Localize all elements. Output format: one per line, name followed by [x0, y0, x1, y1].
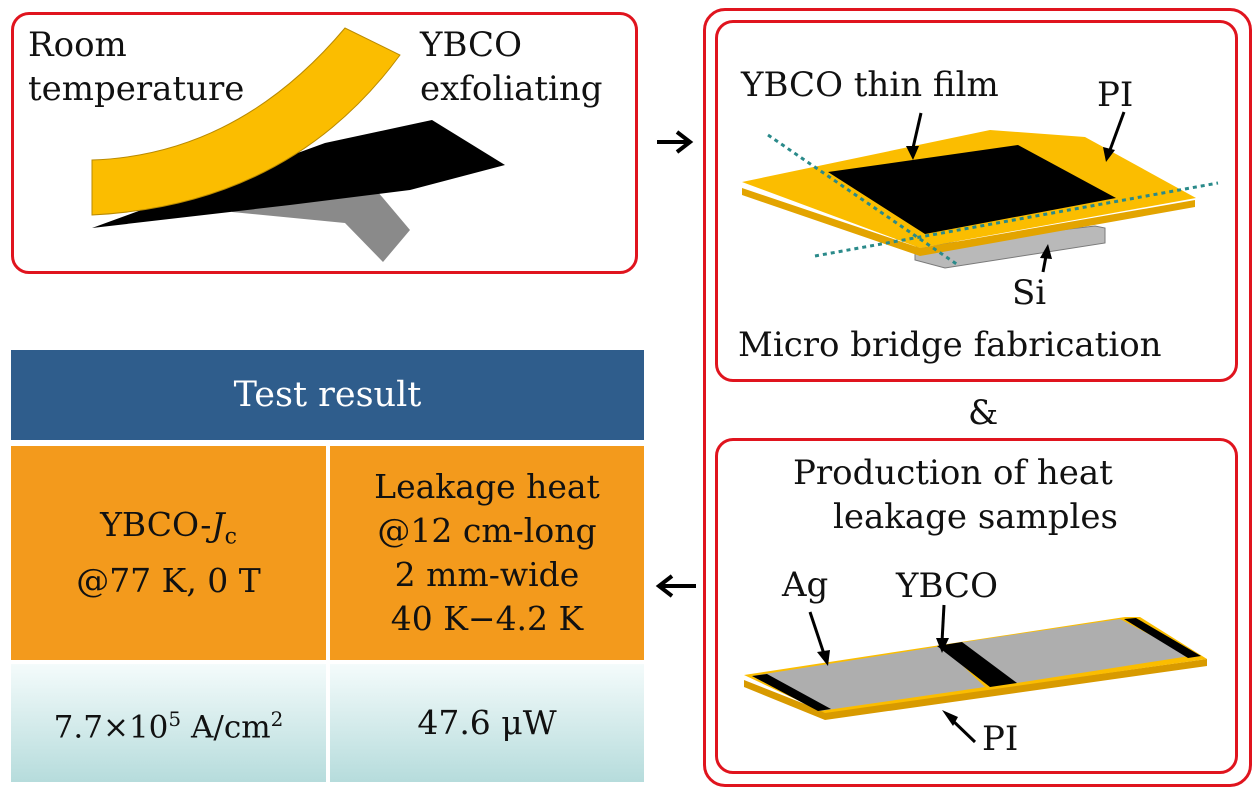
table-cell-leakage-condition: Leakage heat @12 cm-long 2 mm-wide 40 K−…: [330, 446, 644, 660]
heat-leakage-panel: [715, 438, 1238, 774]
label-pi-bottom: PI: [982, 719, 1019, 759]
micro-bridge-panel: [715, 20, 1238, 382]
heat-leakage-caption-line2: leakage samples: [833, 497, 1118, 537]
label-ybco-exfoliating-line1: YBCO: [420, 25, 522, 65]
table-header: Test result: [11, 350, 644, 440]
leakage-value-text: 47.6 μW: [417, 703, 557, 742]
si-substrate: [914, 225, 1106, 269]
ag-pad-left: [752, 646, 985, 711]
ybco-film-black: [92, 120, 505, 228]
table-cell-jc-condition: YBCO-Jc @77 K, 0 T: [11, 446, 326, 660]
label-ybco-exfoliating-line2: exfoliating: [420, 69, 603, 109]
jc-value-text: 7.7×105 A/cm2: [53, 706, 284, 746]
label-si: Si: [1012, 273, 1047, 313]
ybco-tape-yellow: [91, 27, 401, 216]
ybco-thin-film: [828, 145, 1116, 234]
cut-line-1: [767, 133, 959, 267]
arrow-left-icon: [655, 574, 696, 598]
label-pi-top: PI: [1097, 75, 1134, 115]
ybco-band-center: [937, 642, 1017, 687]
label-ybco-thin-film: YBCO thin film: [741, 65, 999, 105]
table-cell-leakage-value: 47.6 μW: [330, 664, 644, 782]
table-header-text: Test result: [233, 375, 422, 415]
ybco-band-right: [1124, 618, 1201, 658]
ampersand: &: [968, 393, 999, 433]
leakage-condition-text: Leakage heat @12 cm-long 2 mm-wide 40 K−…: [374, 467, 600, 638]
table-cell-jc-value: 7.7×105 A/cm2: [11, 664, 326, 782]
label-room-temperature-line2: temperature: [28, 69, 245, 109]
ag-pad-right: [958, 619, 1190, 684]
exfoliation-panel: [11, 12, 638, 274]
heat-leakage-caption-line1: Production of heat: [793, 453, 1113, 493]
pi-layer-edge: [742, 188, 1195, 256]
arrow-right-icon: [657, 130, 694, 154]
label-room-temperature-line1: Room: [28, 25, 127, 65]
jc-condition-text: YBCO-Jc @77 K, 0 T: [76, 504, 261, 601]
label-ybco-bottom: YBCO: [896, 566, 998, 606]
fabrication-outer-frame: [703, 8, 1252, 787]
ybco-band-left: [752, 674, 831, 711]
label-ag: Ag: [782, 565, 829, 605]
micro-bridge-caption: Micro bridge fabrication: [738, 325, 1162, 365]
